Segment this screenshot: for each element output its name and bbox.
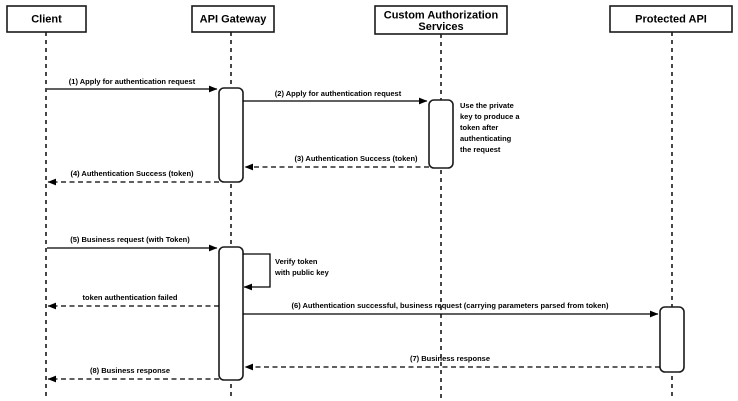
participant-box-client[interactable]: Client	[6, 5, 87, 33]
note-line: key to produce a	[460, 112, 520, 121]
self-message-verify-token: Verify token with public key	[243, 253, 330, 291]
participant-label: Custom Authorization	[384, 9, 499, 21]
self-message-arrow	[243, 253, 271, 291]
self-message-label-line2: with public key	[274, 268, 330, 277]
activations-layer	[218, 87, 685, 381]
actors-layer: Client API Gateway Custom AuthorizationSer…	[6, 5, 733, 35]
message-label: (3) Authentication Success (token)	[294, 154, 418, 163]
message-api-gateway-to-client: (8) Business response	[47, 366, 219, 383]
message-api-gateway-to-custom-authorization-services: (2) Apply for authentication request	[243, 89, 428, 105]
activation-bar-protected-act-1	[659, 306, 685, 373]
self-message-label-line1: Verify token	[275, 257, 318, 266]
messages-layer: (1) Apply for authentication request (2) …	[47, 77, 660, 383]
message-custom-authorization-services-to-api-gateway: (3) Authentication Success (token)	[244, 154, 429, 171]
note-line: token after	[460, 123, 498, 132]
participant-label: API Gateway	[200, 13, 268, 25]
message-label: (2) Apply for authentication request	[275, 89, 402, 98]
participant-box-protected-api[interactable]: Protected API	[609, 5, 733, 33]
self-messages-layer: Verify token with public key	[243, 253, 330, 291]
message-api-gateway-to-protected-api: (6) Authentication successful, business …	[243, 301, 659, 318]
activation-bar-gw-act-1	[218, 87, 244, 183]
note-line: the request	[460, 145, 501, 154]
message-label: (7) Business response	[410, 354, 490, 363]
message-label: (8) Business response	[90, 366, 170, 375]
lifelines-layer	[45, 32, 673, 399]
participant-label: Client	[31, 13, 62, 25]
message-label: (5) Business request (with Token)	[70, 235, 190, 244]
participant-box-api-gateway[interactable]: API Gateway	[191, 5, 275, 33]
message-label: (4) Authentication Success (token)	[70, 169, 194, 178]
message-client-to-api-gateway: (5) Business request (with Token)	[47, 235, 218, 252]
message-label: (1) Apply for authentication request	[69, 77, 196, 86]
activation-bar-auth-act-1	[428, 99, 454, 169]
message-protected-api-to-api-gateway: (7) Business response	[244, 354, 660, 371]
message-client-to-api-gateway: (1) Apply for authentication request	[47, 77, 218, 93]
note-line: authenticating	[460, 134, 512, 143]
participant-label: Services	[418, 21, 463, 33]
message-label: token authentication failed	[82, 293, 177, 302]
note-line: Use the private	[460, 101, 514, 110]
message-api-gateway-to-client: token authentication failed	[47, 293, 219, 310]
notes-layer: Use the private key to produce a token aft…	[460, 101, 520, 154]
message-api-gateway-to-client: (4) Authentication Success (token)	[47, 169, 219, 186]
message-label: (6) Authentication successful, business …	[292, 301, 609, 310]
participant-label: Protected API	[635, 13, 707, 25]
activation-bar-gw-act-2	[218, 246, 244, 381]
note-private-key-note: Use the private key to produce a token aft…	[460, 101, 520, 154]
